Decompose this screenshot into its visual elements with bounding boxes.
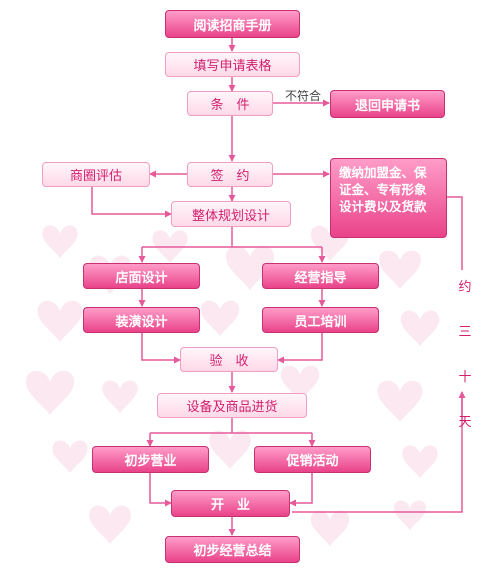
node-business-guidance: 经营指导 xyxy=(262,263,379,289)
label-about-thirty-days: 约 三 十 天 xyxy=(455,276,475,456)
label-about-thirty-days-char-3: 十 xyxy=(458,370,472,385)
label-not-qualified: 不符合 xyxy=(285,89,322,103)
node-pay-fees: 缴纳加盟金、保证金、专有形象设计费以及货款 xyxy=(330,158,447,238)
edge-district-to-plan xyxy=(91,187,172,218)
node-trial-operation: 初步营业 xyxy=(92,446,209,473)
label-about-thirty-days-char-4: 天 xyxy=(458,415,472,430)
edge-promotion-to-opening xyxy=(289,473,313,507)
node-opening: 开 业 xyxy=(171,490,290,517)
edge-trial-to-opening xyxy=(149,473,172,507)
edge-training-to-acceptance xyxy=(277,333,323,364)
node-store-design: 店面设计 xyxy=(83,263,200,289)
node-goods-purchase: 设备及商品进货 xyxy=(157,393,307,418)
node-sign-contract: 签 约 xyxy=(187,162,273,187)
node-decoration-design: 装潢设计 xyxy=(83,307,200,333)
edge-fees-right xyxy=(447,196,463,270)
node-promotion: 促销活动 xyxy=(254,446,371,473)
node-overall-planning: 整体规划设计 xyxy=(171,201,291,227)
node-fill-form: 填写申请表格 xyxy=(165,52,300,77)
node-staff-training: 员工培训 xyxy=(262,307,379,333)
node-read-manual: 阅读招商手册 xyxy=(165,10,300,38)
edge-decoration-to-acceptance xyxy=(141,333,181,364)
label-about-thirty-days-char-1: 约 xyxy=(458,280,472,295)
node-operation-summary: 初步经营总结 xyxy=(165,536,300,563)
node-district-evaluation: 商圈评估 xyxy=(42,162,150,187)
node-return-application: 退回申请书 xyxy=(330,90,445,118)
label-about-thirty-days-char-2: 三 xyxy=(458,325,472,340)
node-acceptance: 验 收 xyxy=(180,347,278,372)
edge-thirty-days-return xyxy=(292,395,463,513)
node-conditions: 条 件 xyxy=(187,91,273,116)
